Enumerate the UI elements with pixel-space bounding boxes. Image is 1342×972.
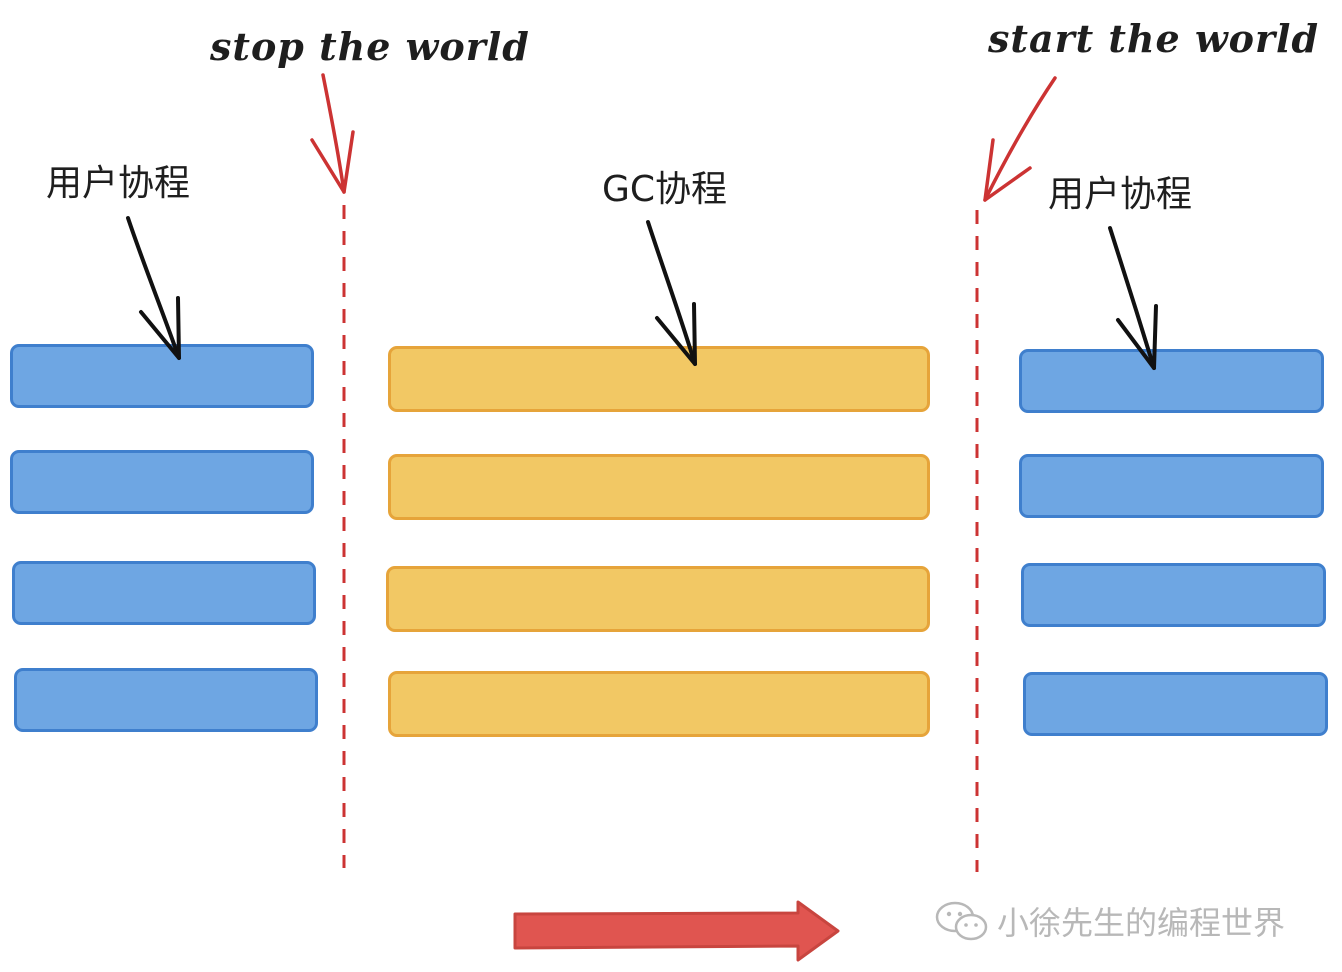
stop-arrow	[310, 73, 355, 194]
user-coroutine-bar-left-2	[10, 450, 314, 514]
gc-coroutine-bar-3	[386, 566, 930, 632]
watermark: 小徐先生的编程世界	[935, 898, 1285, 944]
watermark-text: 小徐先生的编程世界	[997, 904, 1286, 942]
user-coroutine-bar-left-1	[10, 344, 314, 408]
user-coroutine-right-label: 用户协程	[1048, 174, 1193, 215]
gc-coroutine-bar-2	[388, 454, 930, 520]
pointer-arrow-gc	[646, 220, 697, 366]
pointer-arrow-user-right	[1108, 226, 1158, 370]
gc-coroutine-label: GC协程	[602, 169, 728, 210]
user-coroutine-bar-left-4	[14, 668, 318, 732]
user-coroutine-bar-right-1	[1019, 349, 1324, 413]
user-coroutine-bar-right-3	[1021, 563, 1326, 627]
stop-the-world-label: stop the world	[210, 24, 530, 69]
user-coroutine-bar-right-4	[1023, 672, 1328, 736]
user-coroutine-left-label: 用户协程	[46, 163, 191, 204]
start-the-world-label: start the world	[988, 16, 1320, 61]
pointer-arrow-user-left	[126, 216, 181, 360]
user-coroutine-bar-right-2	[1019, 454, 1324, 518]
gc-coroutine-bar-4	[388, 671, 930, 737]
wechat-icon	[935, 901, 988, 941]
start-arrow	[983, 76, 1057, 202]
time-arrow	[513, 900, 840, 962]
gc-coroutine-bar-1	[388, 346, 930, 412]
user-coroutine-bar-left-3	[12, 561, 316, 625]
